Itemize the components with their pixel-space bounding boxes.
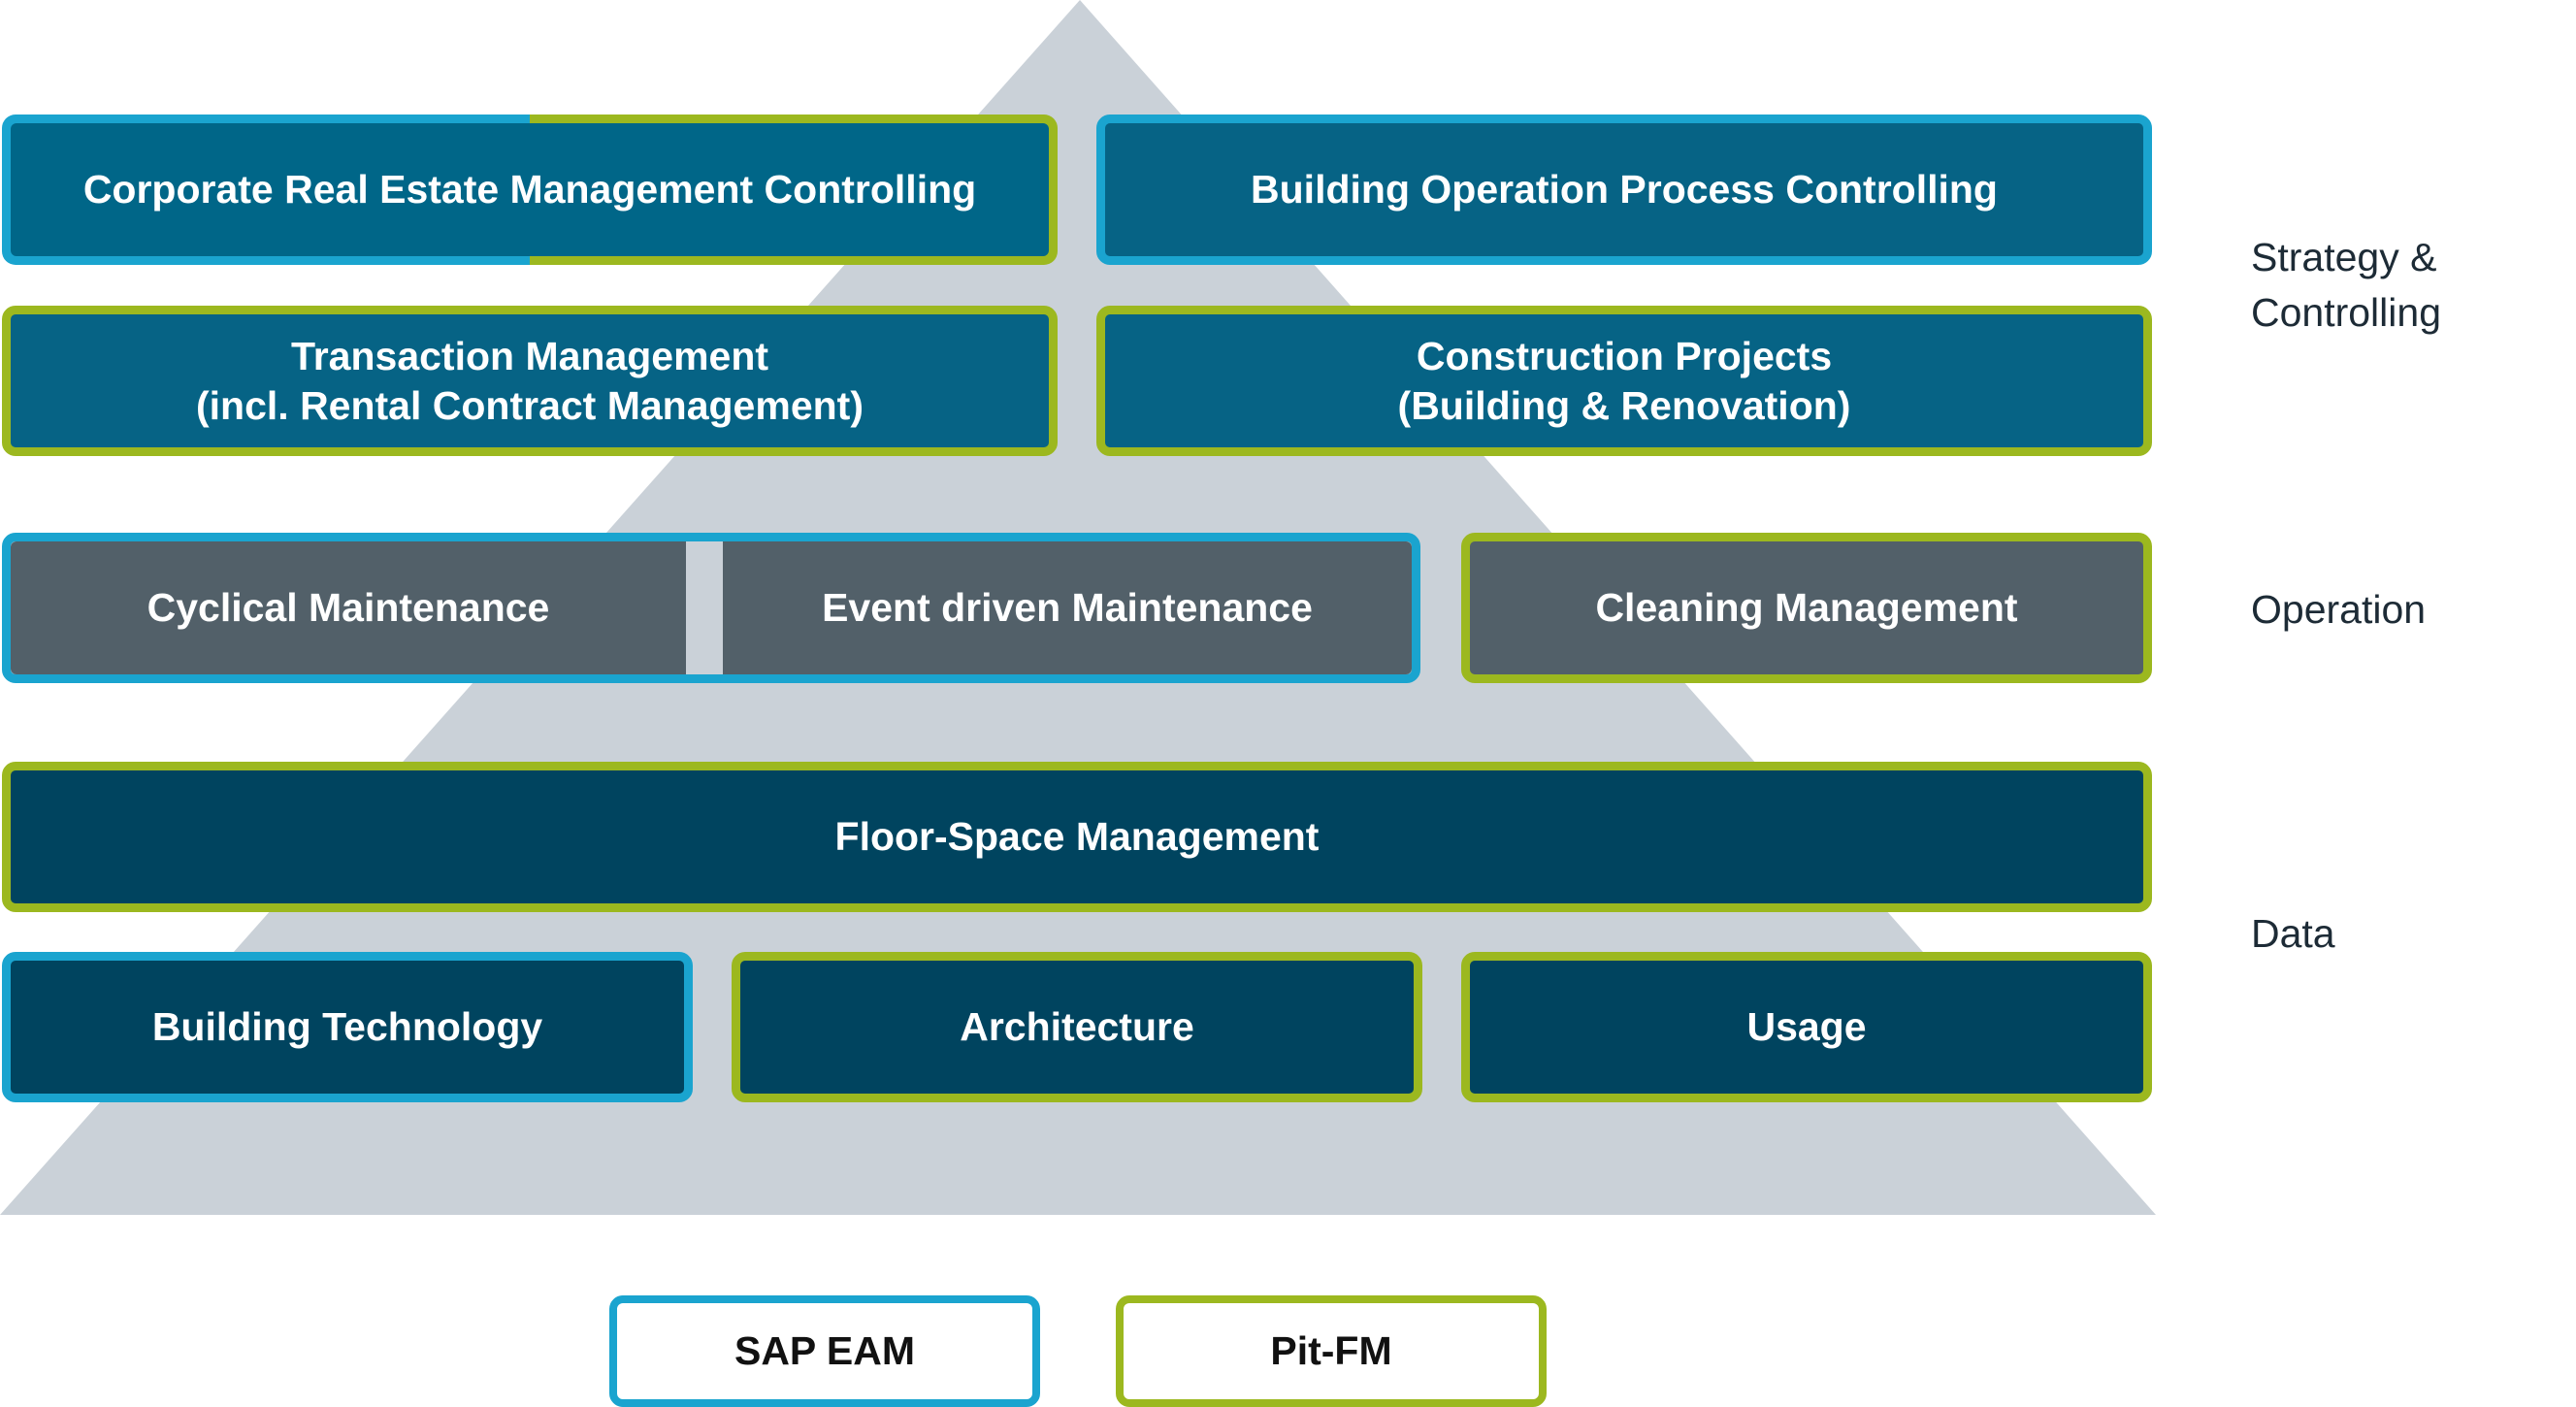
cleaning-management-label: Cleaning Management: [1595, 585, 2018, 631]
floor-space-management-label: Floor-Space Management: [834, 814, 1320, 860]
building-operation-controlling-label: Building Operation Process Controlling: [1251, 167, 1998, 213]
level-label-data: Data: [2251, 906, 2335, 962]
crem-controlling-label: Corporate Real Estate Management Control…: [82, 167, 977, 213]
architecture-label: Architecture: [960, 1004, 1194, 1050]
usage-box: Usage: [1461, 952, 2152, 1102]
construction-projects-sublabel: (Building & Renovation): [1397, 382, 1851, 428]
architecture-box: Architecture: [732, 952, 1422, 1102]
event-driven-maintenance-cell: Event driven Maintenance: [723, 541, 1412, 674]
legend-pit-fm-label: Pit-FM: [1270, 1328, 1392, 1373]
level-label-strategy-line2: Controlling: [2251, 290, 2441, 336]
transaction-management-sublabel: (incl. Rental Contract Management): [196, 382, 864, 428]
cyclical-maintenance-cell: Cyclical Maintenance: [11, 541, 686, 674]
event-driven-maintenance-label: Event driven Maintenance: [822, 585, 1313, 630]
level-label-strategy: Strategy & Controlling: [2251, 230, 2441, 342]
level-label-operation-text: Operation: [2251, 587, 2427, 632]
building-technology-box: Building Technology: [2, 952, 693, 1102]
legend-sap-eam-label: SAP EAM: [734, 1328, 916, 1373]
level-label-operation: Operation: [2251, 582, 2426, 638]
legend-pit-fm: Pit-FM: [1116, 1295, 1547, 1407]
usage-label: Usage: [1746, 1004, 1867, 1050]
cleaning-management-box: Cleaning Management: [1461, 533, 2152, 683]
crem-controlling-box: Corporate Real Estate Management Control…: [2, 115, 1058, 265]
floor-space-management-box: Floor-Space Management: [2, 762, 2152, 912]
legend-sap-eam: SAP EAM: [609, 1295, 1040, 1407]
cyclical-maintenance-label: Cyclical Maintenance: [147, 585, 550, 630]
level-label-data-text: Data: [2251, 911, 2335, 956]
transaction-management-box: Transaction Management (incl. Rental Con…: [2, 306, 1058, 456]
building-technology-label: Building Technology: [151, 1004, 543, 1050]
construction-projects-label: Construction Projects: [1416, 334, 1833, 379]
level-label-strategy-line1: Strategy &: [2251, 235, 2437, 279]
maintenance-box: Cyclical Maintenance Event driven Mainte…: [2, 533, 1420, 683]
transaction-management-label: Transaction Management: [290, 334, 769, 379]
building-operation-controlling-box: Building Operation Process Controlling: [1096, 115, 2152, 265]
maintenance-divider: [686, 541, 723, 674]
construction-projects-box: Construction Projects (Building & Renova…: [1096, 306, 2152, 456]
